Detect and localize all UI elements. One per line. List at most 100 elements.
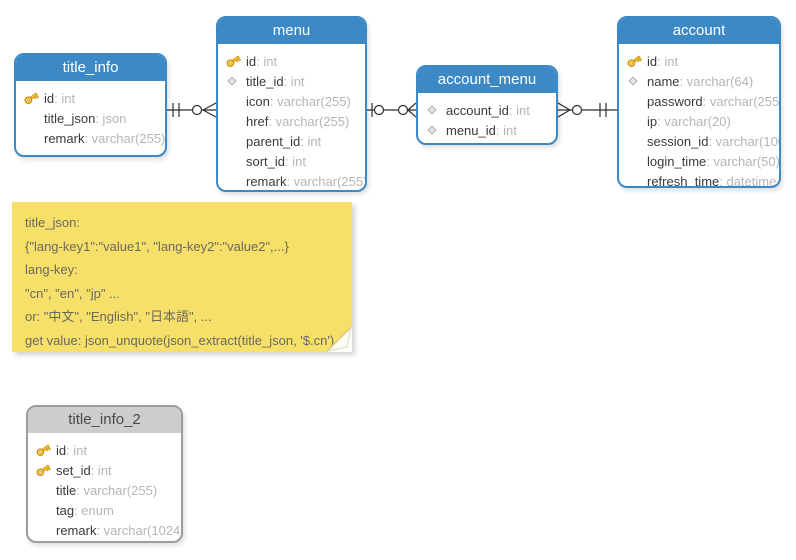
- key-icon: [626, 53, 647, 69]
- no-icon: [225, 93, 246, 109]
- field-type: : datetime: [719, 173, 777, 188]
- field-name: title_id: [246, 73, 284, 89]
- field-type: : varchar(255): [84, 130, 166, 146]
- note-line: title_json:: [25, 215, 80, 230]
- field-row-id[interactable]: id: int: [218, 51, 365, 71]
- field-row-href[interactable]: href: varchar(255): [218, 111, 365, 131]
- field-name: name: [647, 73, 680, 89]
- relationship-menu-account_menu[interactable]: [367, 90, 416, 130]
- field-type: : varchar(64): [679, 73, 754, 89]
- sticky-note[interactable]: title_json: {"lang-key1":"value1", "lang…: [12, 202, 352, 352]
- relationship-title_info-menu[interactable]: [167, 90, 216, 130]
- field-type: : varchar(255): [269, 93, 351, 109]
- field-row-login_time[interactable]: login_time: varchar(50): [619, 151, 779, 171]
- field-type: : varchar(1024): [96, 522, 183, 538]
- field-row-remark[interactable]: remark: varchar(1024): [28, 520, 181, 540]
- field-type: : int: [283, 73, 305, 89]
- table-title[interactable]: account_menu: [418, 67, 556, 95]
- field-row-name[interactable]: name: varchar(64): [619, 71, 779, 91]
- field-row-refresh_time[interactable]: refresh_time: datetime: [619, 171, 779, 188]
- entity-table-title_info[interactable]: title_info id: int title_json: json rema…: [14, 53, 167, 157]
- zero-or-many-marker: [397, 102, 416, 118]
- table-title[interactable]: title_info: [16, 55, 165, 83]
- zero-or-many-marker: [191, 102, 216, 118]
- field-name: id: [44, 90, 55, 106]
- table-field-list: id: int title_id: int icon: varchar(255)…: [218, 46, 367, 190]
- no-icon: [23, 130, 44, 146]
- field-row-icon[interactable]: icon: varchar(255): [218, 91, 365, 111]
- entity-table-account_menu[interactable]: account_menu account_id: int menu_id: in…: [416, 65, 558, 145]
- field-type: : int: [256, 53, 278, 69]
- table-title[interactable]: title_info_2: [28, 407, 181, 435]
- field-name: set_id: [56, 462, 91, 478]
- no-icon: [626, 153, 647, 169]
- no-icon: [626, 173, 647, 186]
- diamond-icon: [425, 122, 446, 138]
- zero-or-many-marker: [558, 102, 583, 118]
- field-row-title[interactable]: title: varchar(255): [28, 480, 181, 500]
- field-name: remark: [56, 522, 97, 538]
- no-icon: [225, 153, 246, 169]
- field-row-title_id[interactable]: title_id: int: [218, 71, 365, 91]
- relationship-account_menu-account[interactable]: [558, 90, 617, 130]
- field-type: : varchar(255): [268, 113, 350, 129]
- field-row-id[interactable]: id: int: [619, 51, 779, 71]
- field-type: : varchar(50): [706, 153, 780, 169]
- note-line: {"lang-key1":"value1", "lang-key2":"valu…: [25, 238, 289, 254]
- field-name: sort_id: [246, 153, 286, 169]
- note-fold-corner-icon: [326, 326, 352, 352]
- field-row-parent_id[interactable]: parent_id: int: [218, 131, 365, 151]
- table-field-list: id: int title_json: json remark: varchar…: [16, 83, 165, 148]
- key-icon: [23, 90, 44, 106]
- note-line: "cn", "en", "jp" ...: [25, 285, 120, 301]
- field-name: remark: [44, 130, 85, 146]
- field-name: parent_id: [246, 133, 301, 149]
- field-row-remark[interactable]: remark: varchar(255): [16, 128, 165, 148]
- field-name: login_time: [647, 153, 707, 169]
- table-field-list: account_id: int menu_id: int: [418, 95, 556, 140]
- field-row-id[interactable]: id: int: [28, 440, 181, 460]
- field-type: : int: [285, 153, 306, 169]
- no-icon: [225, 133, 246, 149]
- field-row-sort_id[interactable]: sort_id: int: [218, 151, 365, 171]
- field-row-menu_id[interactable]: menu_id: int: [418, 120, 556, 140]
- no-icon: [35, 482, 56, 498]
- entity-table-account[interactable]: account id: int name: varchar(64) passwo…: [617, 16, 781, 188]
- zero-or-one-marker: [371, 103, 385, 117]
- field-name: id: [246, 53, 257, 69]
- field-name: account_id: [446, 102, 509, 118]
- no-icon: [626, 113, 647, 129]
- field-row-session_id[interactable]: session_id: varchar(100): [619, 131, 779, 151]
- field-row-remark[interactable]: remark: varchar(255): [218, 171, 367, 190]
- field-type: : varchar(255): [76, 482, 158, 498]
- field-type: : int: [300, 133, 322, 149]
- table-title[interactable]: menu: [218, 18, 365, 46]
- note-line: or: "中文", "English", "日本語", ...: [25, 309, 212, 324]
- entity-table-menu[interactable]: menu id: int title_id: int icon: varchar…: [216, 16, 367, 192]
- field-name: id: [647, 53, 658, 69]
- field-row-title_json[interactable]: title_json: json: [16, 108, 165, 128]
- key-icon: [35, 462, 56, 478]
- field-row-id[interactable]: id: int: [16, 88, 165, 108]
- field-name: title: [56, 482, 77, 498]
- entity-table-title_info_2[interactable]: title_info_2 id: int set_id: int title: …: [26, 405, 183, 543]
- field-type: : int: [54, 90, 76, 106]
- table-title[interactable]: account: [619, 18, 779, 46]
- no-icon: [35, 502, 56, 518]
- field-name: session_id: [647, 133, 709, 149]
- field-type: : int: [657, 53, 679, 69]
- field-row-tag[interactable]: tag: enum: [28, 500, 181, 520]
- field-name: icon: [246, 93, 270, 109]
- one-marker: [599, 103, 607, 117]
- table-field-list: id: int name: varchar(64) password: varc…: [619, 46, 779, 188]
- field-row-account_id[interactable]: account_id: int: [418, 100, 556, 120]
- key-icon: [225, 53, 246, 69]
- field-type: : varchar(255): [286, 173, 367, 189]
- no-icon: [23, 110, 44, 126]
- field-type: : enum: [74, 502, 114, 518]
- diamond-icon: [425, 102, 446, 118]
- field-row-password[interactable]: password: varchar(255): [619, 91, 779, 111]
- field-row-set_id[interactable]: set_id: int: [28, 460, 181, 480]
- field-type: : varchar(20): [657, 113, 731, 129]
- field-row-ip[interactable]: ip: varchar(20): [619, 111, 779, 131]
